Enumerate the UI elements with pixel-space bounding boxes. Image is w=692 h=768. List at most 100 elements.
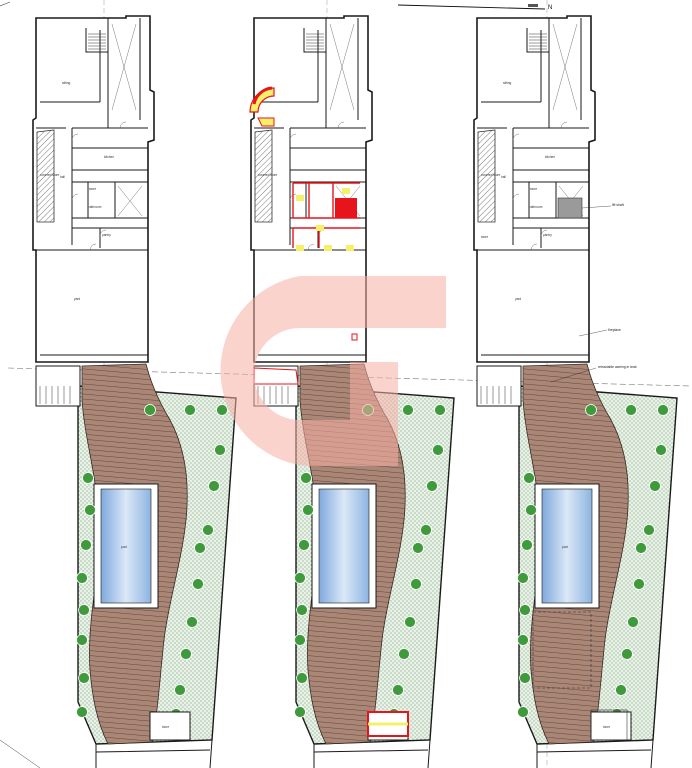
tree-icon	[202, 524, 214, 536]
hatched-store	[254, 129, 273, 223]
hatched-store	[36, 129, 55, 223]
rear-wall	[536, 739, 654, 768]
tree-icon	[82, 472, 94, 484]
demolition-markings	[249, 86, 409, 737]
door-swing	[512, 193, 520, 201]
room-label-store_left: covered store	[40, 173, 60, 177]
tree-icon	[300, 472, 312, 484]
pool-water	[541, 488, 593, 604]
proposed-markings: lift shaft fireplace retractable awning …	[532, 197, 637, 741]
door-swing	[540, 229, 548, 237]
door-swing	[289, 193, 297, 201]
tree-icon	[296, 604, 308, 616]
room-label-hall: hall	[501, 175, 506, 179]
room-label-hall: hall	[60, 175, 65, 179]
lift-shaft	[557, 197, 583, 219]
tree-icon	[655, 444, 667, 456]
tree-icon	[78, 672, 90, 684]
room-label-bathroom: bathroom	[88, 205, 102, 209]
tree-icon	[76, 706, 88, 718]
door-swing	[89, 243, 97, 251]
tree-icon	[174, 684, 186, 696]
tree-icon	[398, 648, 410, 660]
void-cross	[117, 185, 143, 217]
tree-icon	[519, 672, 531, 684]
tree-icon	[633, 578, 645, 590]
tree-icon	[402, 404, 414, 416]
tree-icon	[194, 542, 206, 554]
rear-store	[149, 711, 191, 741]
tree-icon	[426, 480, 438, 492]
tree-icon	[84, 504, 96, 516]
room-label-rear: store	[603, 725, 610, 729]
tree-icon	[216, 404, 228, 416]
tree-icon	[302, 504, 314, 516]
door-swing	[512, 133, 520, 141]
fireplace-tag: fireplace	[608, 328, 621, 332]
door-swing	[71, 133, 79, 141]
rear-store	[590, 711, 632, 741]
door-swing	[99, 229, 107, 237]
door-swing	[560, 121, 568, 129]
tree-icon	[635, 542, 647, 554]
tree-icon	[657, 404, 669, 416]
room-label-main: yard	[74, 297, 80, 301]
watermark-logo	[220, 276, 446, 466]
tree-icon	[649, 480, 661, 492]
void-cross	[329, 23, 355, 111]
tree-icon	[585, 404, 597, 416]
tree-icon	[410, 578, 422, 590]
tree-icon	[404, 616, 416, 628]
tree-icon	[294, 706, 306, 718]
north-label: N	[548, 5, 552, 11]
void-cross	[111, 23, 137, 111]
door-swing	[289, 133, 297, 141]
tree-icon	[517, 706, 529, 718]
demolish-block	[335, 198, 357, 218]
rear-wall	[95, 739, 213, 768]
room-label-store_small: store	[530, 187, 537, 191]
room-label-kitchen: kitchen	[545, 155, 555, 159]
room-label-upper: sitting	[62, 81, 71, 85]
tree-icon	[434, 404, 446, 416]
room-label-kitchen: kitchen	[104, 155, 114, 159]
door-swing	[71, 193, 79, 201]
tree-icon	[625, 404, 637, 416]
tree-icon	[192, 578, 204, 590]
door-swing	[530, 243, 538, 251]
tree-icon	[392, 684, 404, 696]
rear-wall	[313, 739, 431, 768]
room-label-pool: pool	[562, 545, 568, 549]
tree-icon	[643, 524, 655, 536]
tree-icon	[432, 444, 444, 456]
tree-icon	[517, 572, 529, 584]
room-label-bathroom: bathroom	[529, 205, 543, 209]
room-label-rear: store	[162, 725, 169, 729]
tree-icon	[627, 616, 639, 628]
deck-tag: retractable awning in teak	[598, 365, 637, 369]
tree-icon	[517, 634, 529, 646]
room-label-upper: sitting	[503, 81, 512, 85]
tree-icon	[214, 444, 226, 456]
tree-icon	[521, 539, 533, 551]
room-label-room_b: store	[481, 235, 488, 239]
tree-icon	[523, 472, 535, 484]
hatched-store	[477, 129, 496, 223]
pool-water	[318, 488, 370, 604]
room-label-room_a: pantry	[543, 233, 552, 237]
tree-icon	[615, 684, 627, 696]
tree-icon	[420, 524, 432, 536]
tree-icon	[208, 480, 220, 492]
tree-icon	[180, 648, 192, 660]
void-cross	[552, 23, 578, 111]
room-label-pool: pool	[121, 545, 127, 549]
room-label-store_small: store	[89, 187, 96, 191]
tree-icon	[144, 404, 156, 416]
room-label-room_a: pantry	[102, 233, 111, 237]
room-label-store_left: covered store	[481, 173, 501, 177]
north-marker-bar	[528, 4, 538, 7]
tree-icon	[294, 634, 306, 646]
